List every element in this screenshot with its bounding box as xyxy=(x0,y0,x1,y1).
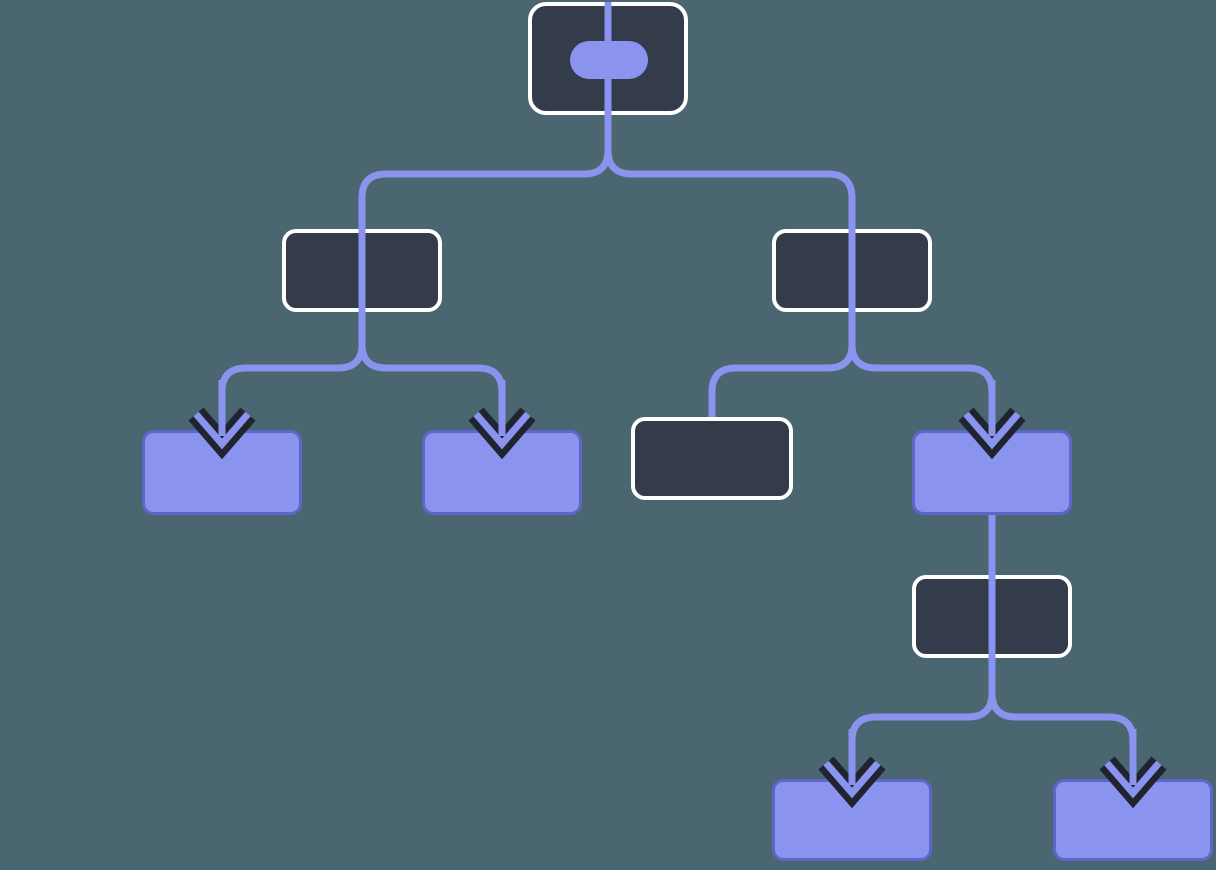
edge-level1left-to-leaf1-arrowhead-highlight xyxy=(193,411,251,450)
edge-level1left-to-leaf2-arrowhead-highlight xyxy=(473,411,531,450)
level2-dark-node-shape[interactable] xyxy=(631,417,793,500)
edges-over-nodes-layer xyxy=(358,2,996,660)
edge-level1right-to-purple-arrowhead-highlight xyxy=(963,411,1021,450)
level2-dark-node[interactable] xyxy=(631,417,793,500)
edge-level3-to-leaf-left-arrowhead-highlight xyxy=(823,760,881,799)
edge-level3-to-leaf-right-arrowhead-highlight xyxy=(1104,760,1162,799)
arrow-markers-layer xyxy=(188,380,1167,809)
edge-root-to-level1-right xyxy=(604,2,856,352)
